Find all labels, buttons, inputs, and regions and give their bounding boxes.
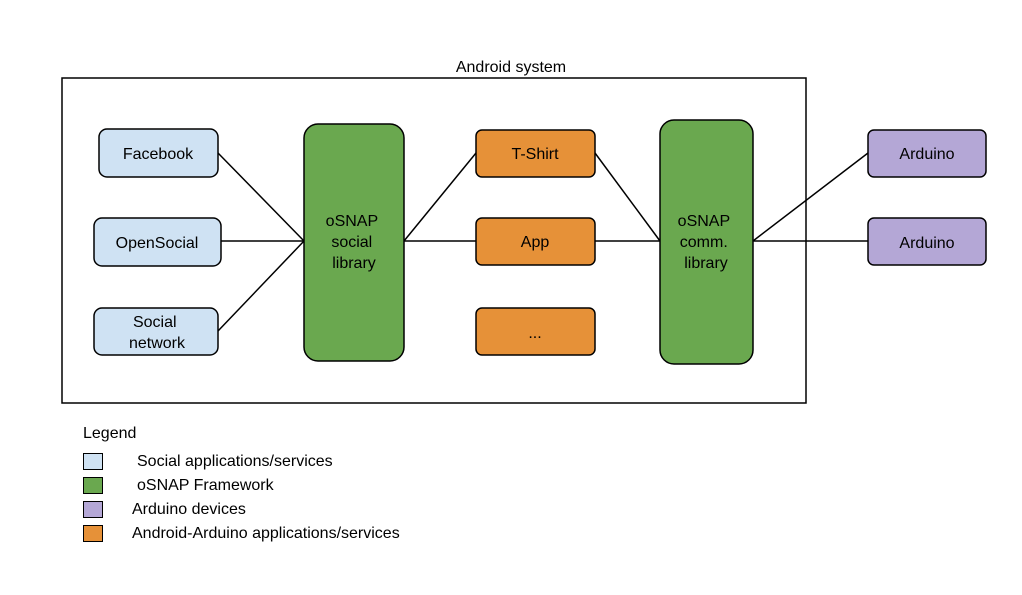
legend-title: Legend bbox=[83, 425, 137, 442]
legend-label: Arduino devices bbox=[132, 501, 246, 518]
legend-swatch bbox=[83, 477, 103, 494]
edge-comm-arduino1 bbox=[752, 152, 869, 242]
node-label: oSNAP comm. library bbox=[678, 213, 735, 272]
node-osnap-social-library: oSNAP social library bbox=[303, 123, 405, 362]
legend-item-social: Social applications/services bbox=[83, 450, 333, 474]
legend: Legend Social applications/services oSNA… bbox=[83, 422, 400, 546]
node-label: T-Shirt bbox=[511, 146, 559, 163]
node-label: Facebook bbox=[123, 146, 194, 163]
legend-swatch bbox=[83, 525, 103, 542]
legend-swatch bbox=[83, 501, 103, 518]
android-system-title: Android system bbox=[456, 59, 566, 76]
node-label: Social network bbox=[129, 314, 186, 352]
node-arduino-2: Arduino bbox=[867, 217, 987, 266]
node-label: ... bbox=[528, 325, 541, 342]
node-label: OpenSocial bbox=[116, 235, 199, 252]
legend-item-arduino: Arduino devices bbox=[83, 498, 246, 522]
legend-label: Android-Arduino applications/services bbox=[132, 525, 400, 542]
node-more-apps: ... bbox=[475, 307, 596, 356]
node-label: App bbox=[521, 234, 550, 251]
node-social-network: Social network bbox=[93, 307, 219, 356]
legend-label: Social applications/services bbox=[137, 453, 333, 470]
node-label: Arduino bbox=[899, 146, 954, 163]
legend-label: oSNAP Framework bbox=[137, 477, 274, 494]
node-arduino-1: Arduino bbox=[867, 129, 987, 178]
edge-facebook-social bbox=[217, 152, 305, 242]
legend-item-apps: Android-Arduino applications/services bbox=[83, 522, 400, 546]
legend-swatch bbox=[83, 453, 103, 470]
edge-social-tshirt bbox=[403, 152, 477, 242]
node-opensocial: OpenSocial bbox=[93, 217, 222, 267]
edge-network-social bbox=[217, 240, 305, 332]
edge-tshirt-comm bbox=[594, 152, 661, 242]
node-tshirt: T-Shirt bbox=[475, 129, 596, 178]
legend-item-framework: oSNAP Framework bbox=[83, 474, 274, 498]
node-label: Arduino bbox=[899, 235, 954, 252]
connectors bbox=[217, 152, 869, 332]
node-osnap-comm-library: oSNAP comm. library bbox=[659, 119, 754, 365]
node-label: oSNAP social library bbox=[326, 213, 383, 272]
node-app: App bbox=[475, 217, 596, 266]
node-facebook: Facebook bbox=[98, 128, 219, 178]
